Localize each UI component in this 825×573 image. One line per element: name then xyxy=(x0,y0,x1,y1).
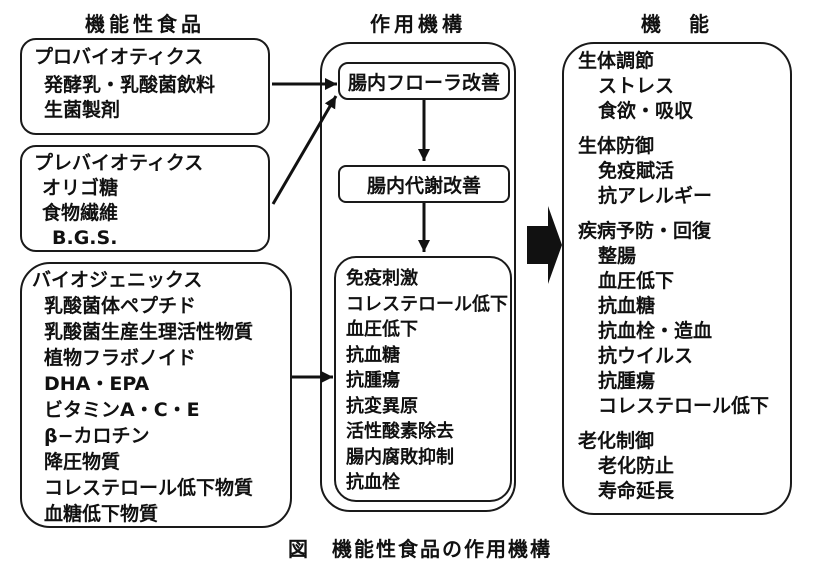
function-item: 整腸 xyxy=(598,245,637,267)
group-title: 生体調節 xyxy=(578,50,655,72)
column-header-function: 機 能 xyxy=(641,12,713,36)
big-right-arrow-icon xyxy=(527,206,562,284)
list-item: オリゴ糖 xyxy=(42,177,119,199)
functions-box: 生体調節 ストレス 食欲・吸収 生体防御 免疫賦活 抗アレルギー 疾病予防・回復… xyxy=(562,42,792,515)
prebiotics-box: プレバイオティクス オリゴ糖 食物繊維 B.G.S. xyxy=(20,145,270,252)
group-title: 老化制御 xyxy=(578,430,655,452)
effect-item: 腸内腐敗抑制 xyxy=(346,446,454,468)
figure-caption: 図 機能性食品の作用機構 xyxy=(288,537,552,561)
function-item: 抗腫瘍 xyxy=(598,370,656,392)
effect-item: 抗血栓 xyxy=(346,472,400,493)
list-item: コレステロール低下物質 xyxy=(44,477,254,499)
probiotics-title: プロバイオティクス xyxy=(34,46,204,68)
effect-item: 抗変異原 xyxy=(346,395,418,417)
function-group-aging-control: 老化制御 老化防止 寿命延長 xyxy=(564,429,790,504)
biogenics-title: バイオジェニックス xyxy=(32,269,203,291)
function-item: 免疫賦活 xyxy=(598,160,675,182)
effect-item: 血圧低下 xyxy=(346,319,418,340)
effect-item: 抗血糖 xyxy=(346,344,400,366)
column-header-mechanism: 作用機構 xyxy=(370,12,466,36)
list-item: 乳酸菌体ペプチド xyxy=(44,295,197,317)
list-item: ビタミンA・C・E xyxy=(44,399,200,421)
list-item: 乳酸菌生産生理活性物質 xyxy=(44,321,254,343)
effect-item: コレステロール低下 xyxy=(346,293,508,315)
column-header-functional-foods: 機能性食品 xyxy=(85,12,205,36)
function-group-body-defense: 生体防御 免疫賦活 抗アレルギー xyxy=(564,134,790,209)
list-item: DHA・EPA xyxy=(44,373,150,395)
effect-item: 活性酸素除去 xyxy=(346,421,454,442)
function-item: 抗血栓・造血 xyxy=(598,320,713,342)
effects-box: 免疫刺激 コレステロール低下 血圧低下 抗血糖 抗腫瘍 抗変異原 活性酸素除去 … xyxy=(334,256,512,502)
list-item: B.G.S. xyxy=(52,227,118,249)
prebiotics-title: プレバイオティクス xyxy=(34,152,204,174)
function-group-disease-prevention: 疾病予防・回復 整腸 血圧低下 抗血糖 抗血栓・造血 抗ウイルス 抗腫瘍 コレス… xyxy=(564,219,790,419)
biogenics-box: バイオジェニックス 乳酸菌体ペプチド 乳酸菌生産生理活性物質 植物フラボノイド … xyxy=(20,262,292,528)
list-item: 植物フラボノイド xyxy=(44,347,197,369)
function-item: コレステロール低下 xyxy=(598,395,770,417)
effect-item: 抗腫瘍 xyxy=(346,370,400,391)
function-item: 食欲・吸収 xyxy=(598,100,694,122)
group-title: 生体防御 xyxy=(578,135,655,157)
group-title: 疾病予防・回復 xyxy=(578,220,712,242)
function-item: 血圧低下 xyxy=(598,270,675,292)
effect-item: 免疫刺激 xyxy=(346,268,418,289)
list-item: 発酵乳・乳酸菌飲料 xyxy=(44,74,216,96)
function-item: 抗ウイルス xyxy=(598,345,694,367)
list-item: 生菌製剤 xyxy=(44,99,121,121)
list-item: β−カロチン xyxy=(44,425,150,447)
list-item: 血糖低下物質 xyxy=(44,503,159,525)
function-item: ストレス xyxy=(598,75,675,97)
function-item: 抗アレルギー xyxy=(598,185,713,207)
function-item: 抗血糖 xyxy=(598,295,656,317)
function-item: 寿命延長 xyxy=(598,480,675,502)
list-item: 降圧物質 xyxy=(44,451,121,473)
function-item: 老化防止 xyxy=(598,455,675,477)
list-item: 食物繊維 xyxy=(42,202,119,224)
probiotics-box: プロバイオティクス 発酵乳・乳酸菌飲料 生菌製剤 xyxy=(20,38,270,135)
intestinal-metabolism-improvement-box: 腸内代謝改善 xyxy=(338,165,510,203)
function-group-body-regulation: 生体調節 ストレス 食欲・吸収 xyxy=(564,49,790,124)
intestinal-flora-improvement-box: 腸内フローラ改善 xyxy=(338,62,510,100)
